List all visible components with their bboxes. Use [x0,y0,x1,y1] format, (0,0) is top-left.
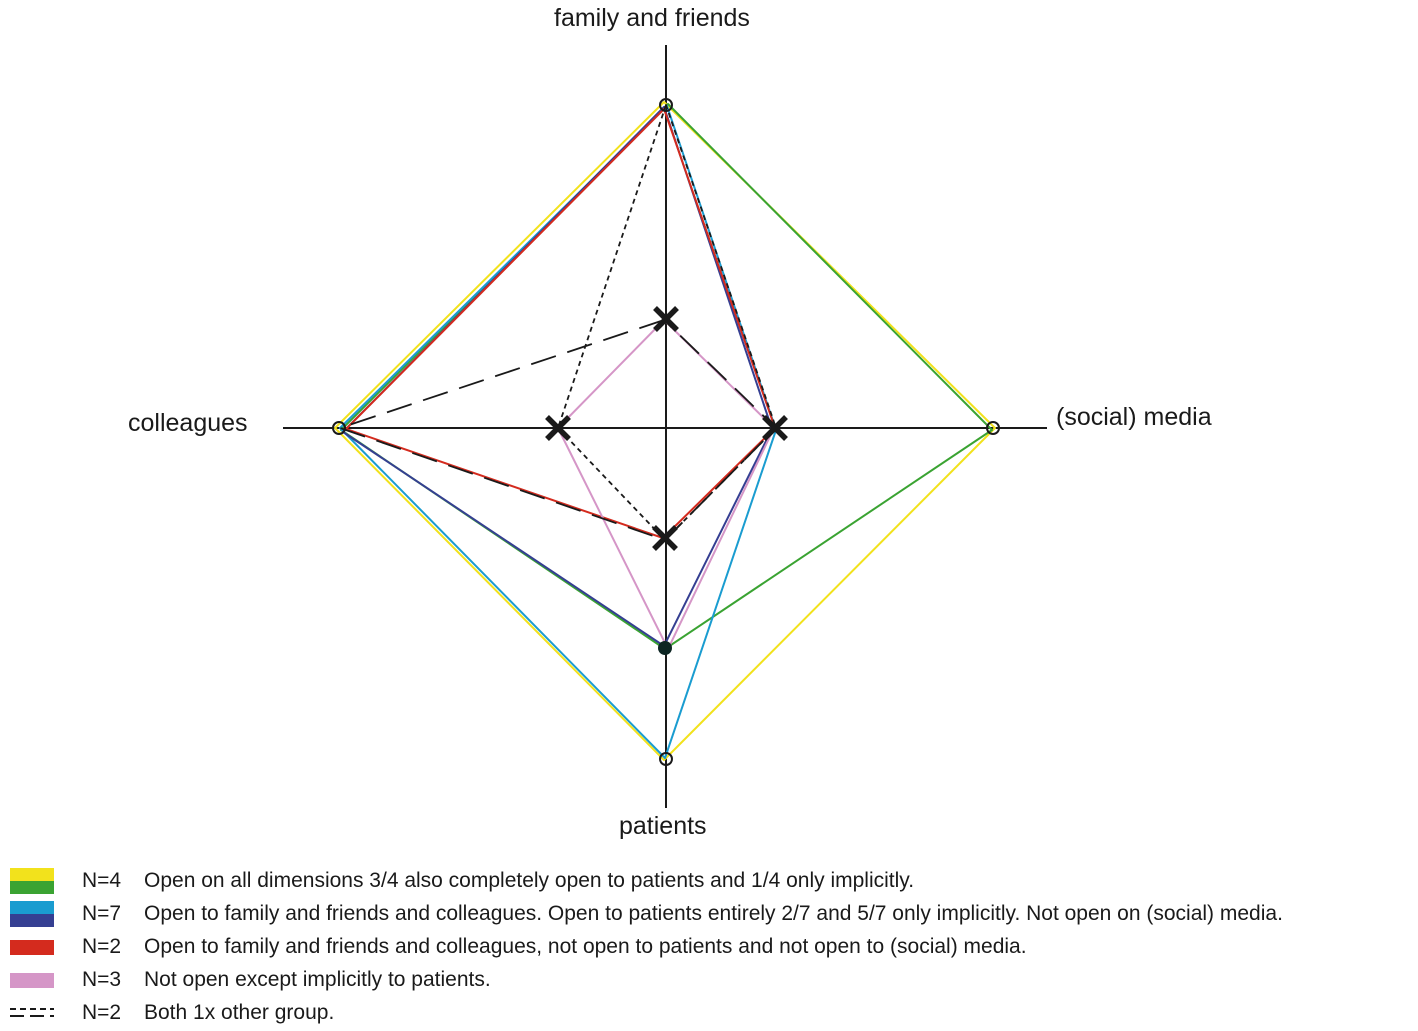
legend: N=4 Open on all dimensions 3/4 also comp… [0,864,1418,1029]
marker-filled-patients [658,641,672,655]
axis-label-colleagues: colleagues [128,409,248,437]
axis-label-family-friends: family and friends [554,4,750,32]
x-marker-right [762,415,788,441]
axis-label-patients: patients [619,812,707,840]
x-marker-top [653,306,679,332]
legend-row: N=3 Not open except implicitly to patien… [0,963,1418,996]
legend-row: N=2 Open to family and friends and colle… [0,930,1418,963]
open-markers [332,98,1000,766]
legend-count: N=7 [82,902,122,925]
legend-description: Open to family and friends and colleague… [144,935,1027,958]
legend-row: N=2 Both 1x other group. [0,996,1418,1029]
profile-red [345,108,776,539]
profile-yellow-full [334,101,996,761]
x-marker-left [545,415,571,441]
marker-open-bottom [659,752,673,766]
legend-count: N=2 [82,935,122,958]
profile-light-blue [339,105,777,759]
marker-open-left [332,421,346,435]
legend-row: N=7 Open to family and friends and colle… [0,897,1418,930]
legend-row: N=4 Open on all dimensions 3/4 also comp… [0,864,1418,897]
legend-count: N=4 [82,869,122,892]
legend-swatch [10,901,54,927]
legend-swatch-dashed [10,1008,54,1017]
legend-description: Both 1x other group. [144,1001,335,1024]
legend-description: Open to family and friends and colleague… [144,902,1283,925]
x-markers [545,306,788,551]
axes [283,45,1047,808]
x-marker-bottom [652,525,678,551]
marker-open-right [986,421,1000,435]
legend-count: N=3 [82,968,122,991]
legend-swatch [10,940,54,955]
legend-swatch [10,868,54,894]
legend-description: Not open except implicitly to patients. [144,968,491,991]
legend-swatch [10,973,54,988]
legend-count: N=2 [82,1001,122,1024]
marker-open-top [659,98,673,112]
axis-label-social-media: (social) media [1056,403,1212,431]
legend-description: Open on all dimensions 3/4 also complete… [144,869,915,892]
